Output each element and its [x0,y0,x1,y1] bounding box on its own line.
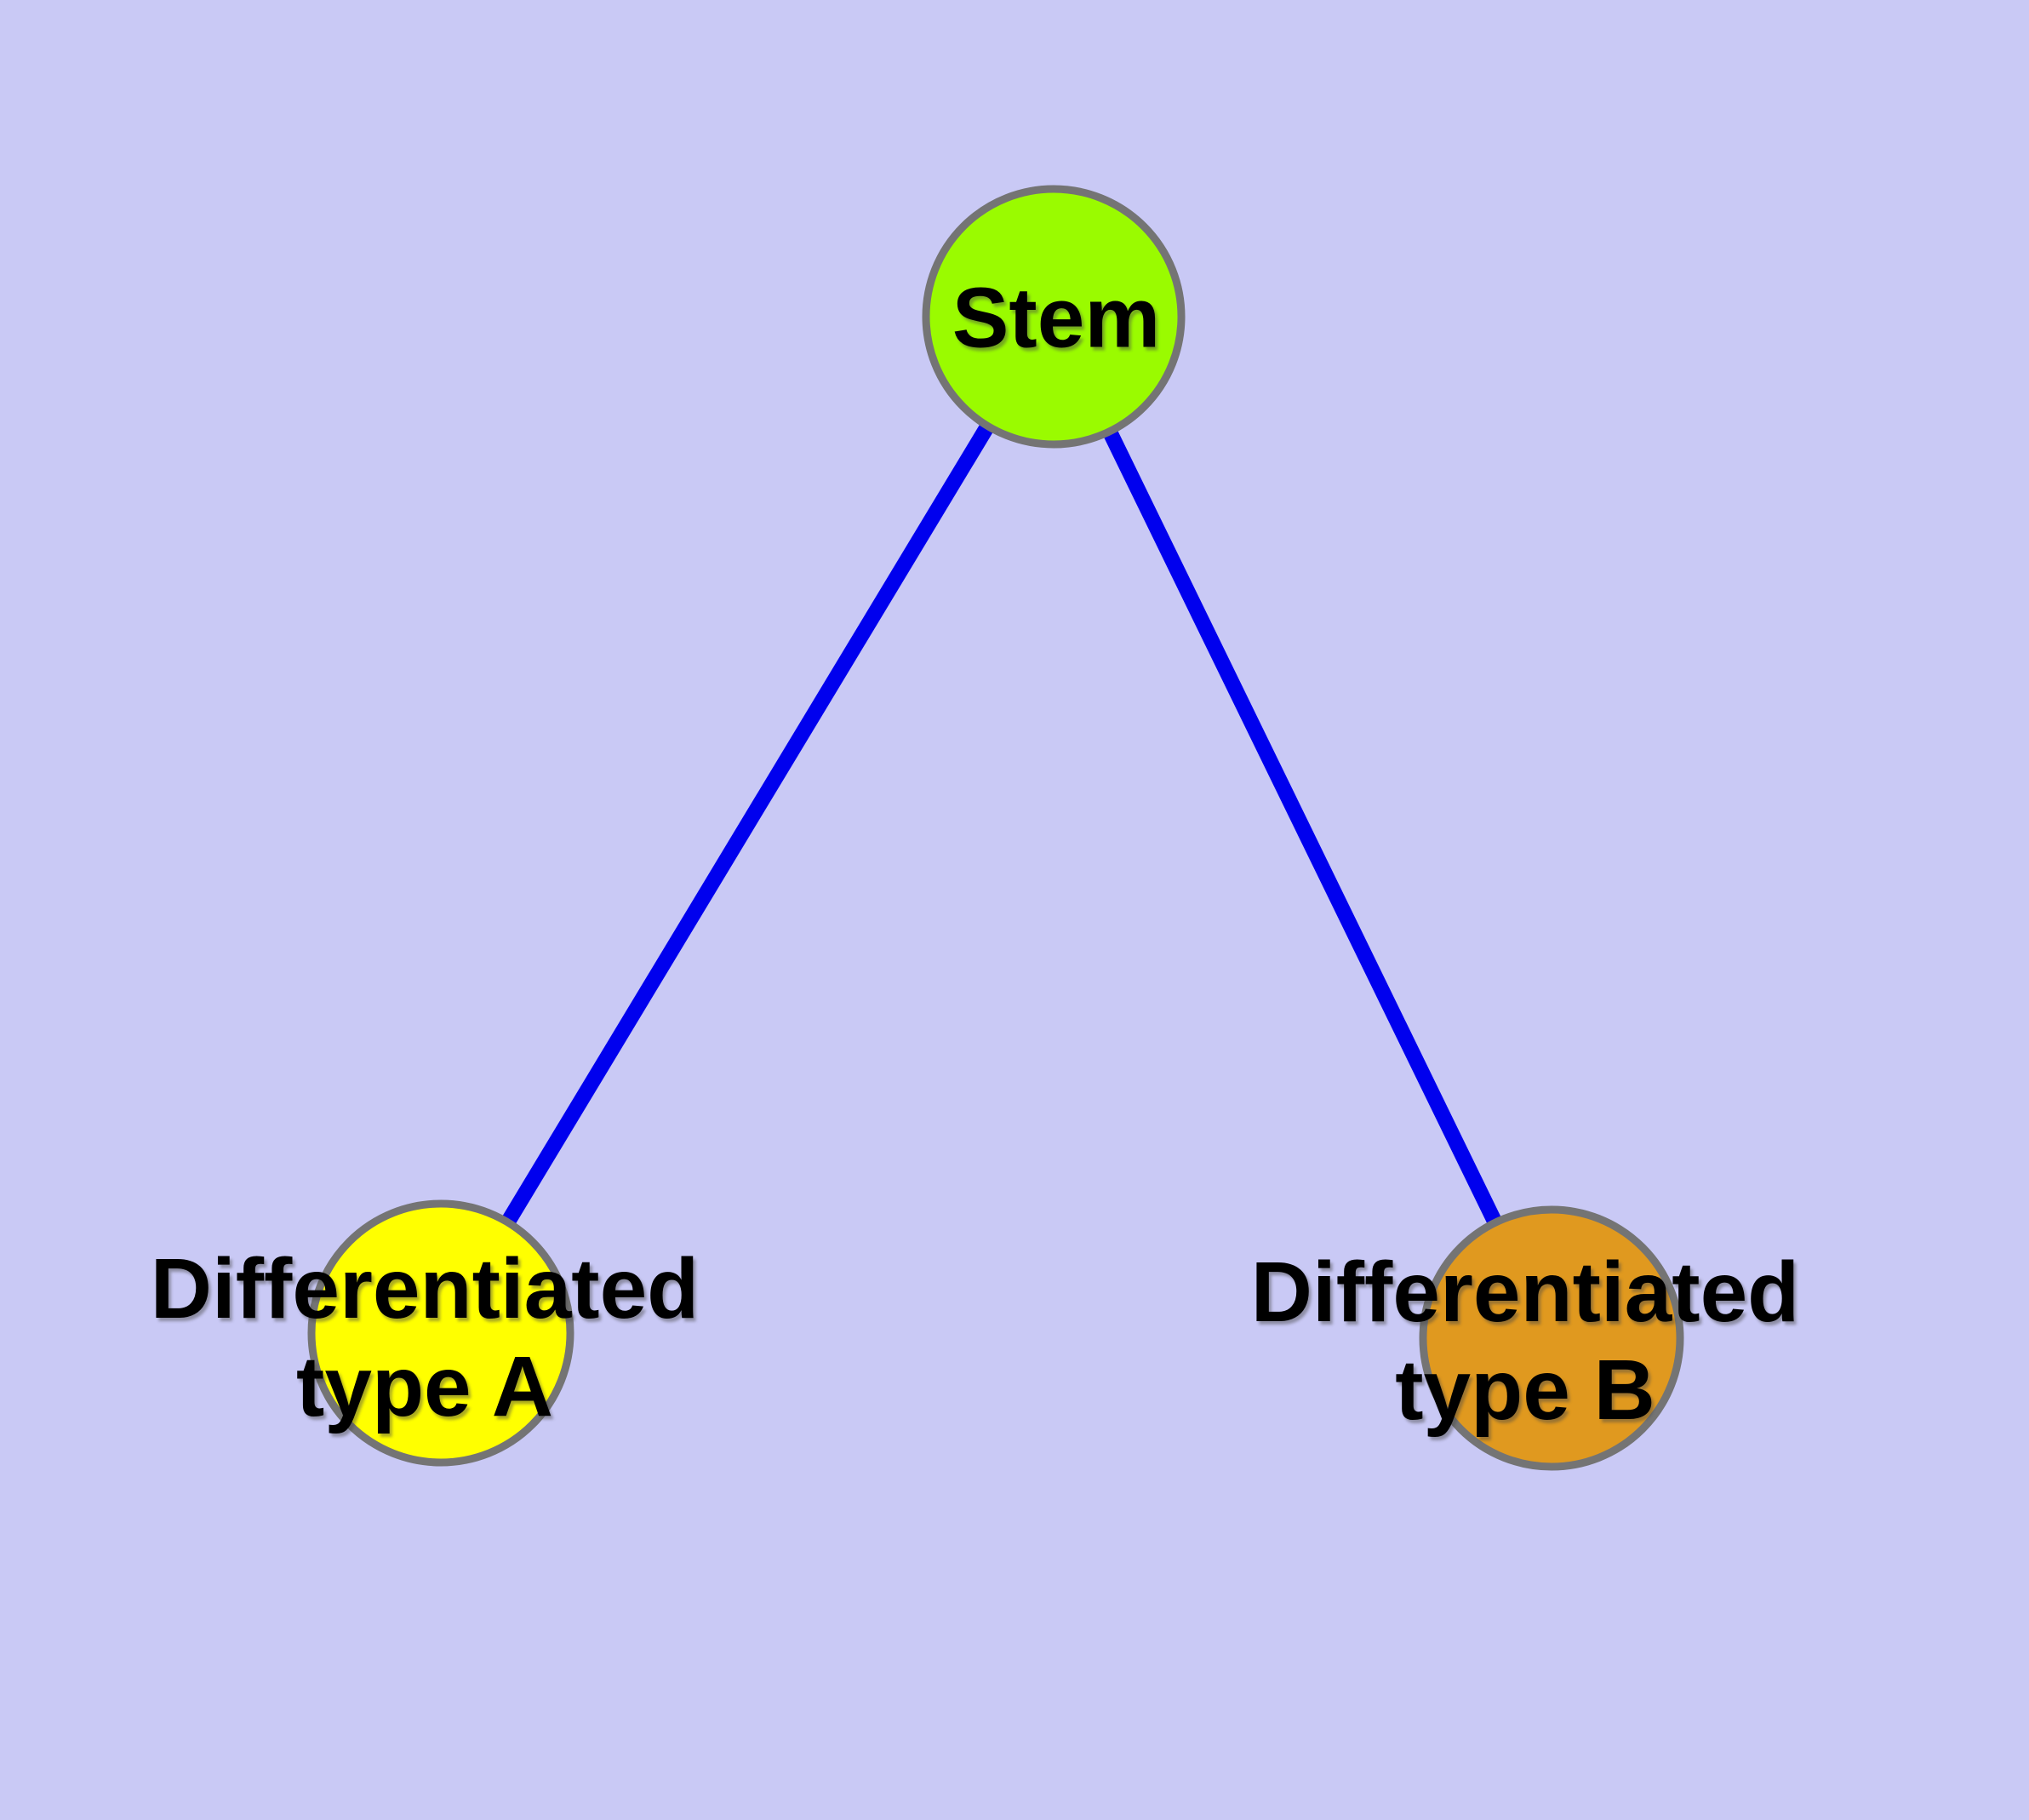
edge-stem-to-type-a [434,312,1060,1337]
node-differentiated-type-a[interactable] [307,1199,574,1467]
node-stem[interactable] [922,185,1186,449]
edge-stem-to-type-b [1046,313,1559,1342]
node-differentiated-type-b[interactable] [1419,1205,1684,1471]
